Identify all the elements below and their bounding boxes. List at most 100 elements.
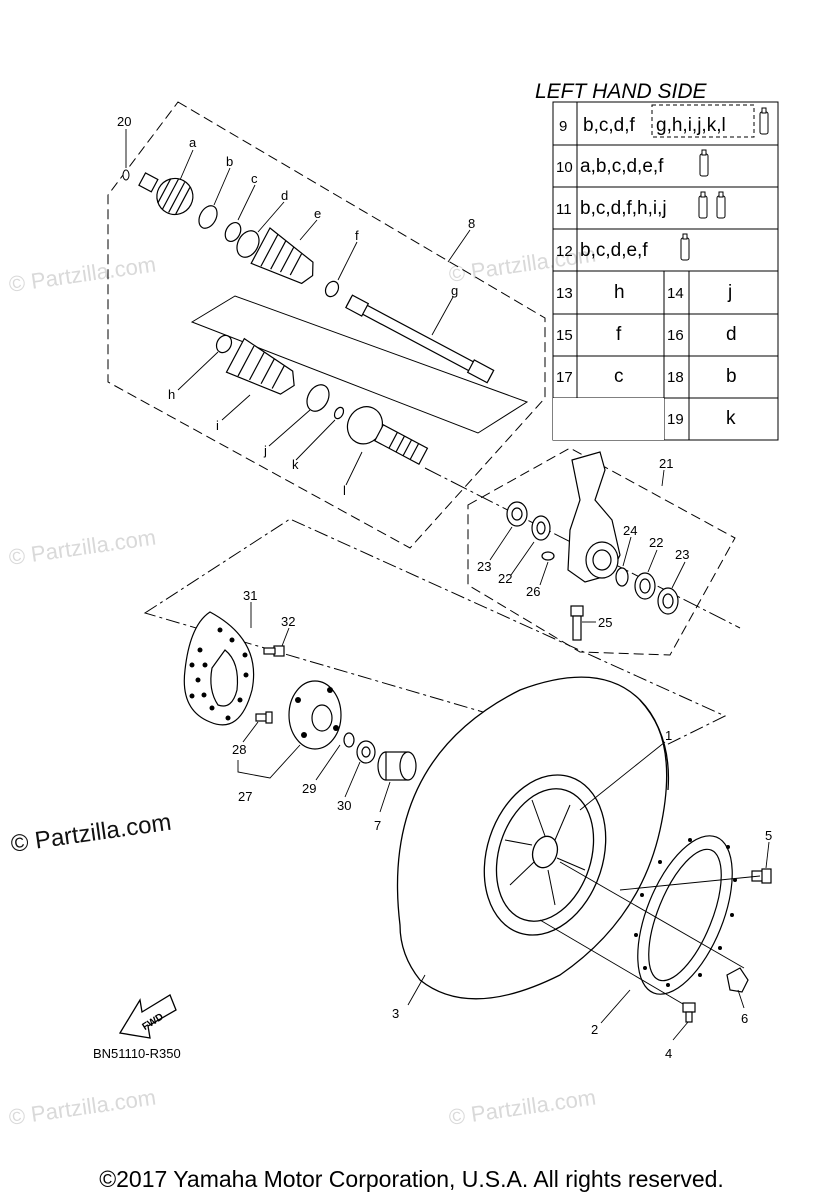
row-11-num: 11 [556, 201, 572, 218]
label-26: 26 [526, 584, 540, 599]
inner-cv-joint [346, 406, 429, 465]
left-hand-side-table: LEFT HAND SIDE [535, 80, 779, 441]
part-labels: 20 a b c d e f g 8 h i j k l 21 24 22 23… [117, 114, 772, 1061]
label-20: 20 [117, 114, 131, 129]
label-g: g [451, 283, 458, 298]
label-5: 5 [765, 828, 772, 843]
watermark-6: © Partzilla.com [447, 1085, 597, 1130]
row-10-num: 10 [556, 159, 573, 176]
ball-joint-25 [570, 605, 584, 641]
part-20 [122, 169, 130, 181]
row-9-num: 9 [559, 118, 567, 135]
grease-tube-icon [699, 149, 709, 177]
label-24: 24 [623, 523, 637, 538]
label-22b: 22 [498, 571, 512, 586]
drive-shaft-parts [138, 172, 495, 465]
pair-19-num: 19 [667, 411, 684, 428]
row-12-num: 12 [556, 243, 573, 260]
label-25: 25 [598, 615, 612, 630]
label-h: h [168, 387, 175, 402]
watermark-main: © Partzilla.com [9, 809, 173, 858]
pair-14-val: j [727, 282, 732, 303]
valve-5 [751, 868, 772, 884]
table-text: 9 b,c,d,f g,h,i,j,k,l 10 a,b,c,d,e,f 11 … [556, 115, 737, 429]
grease-tube-icon [680, 233, 690, 261]
label-7: 7 [374, 818, 381, 833]
beadlock-ring-2 [637, 835, 733, 995]
copyright-notice: ©2017 Yamaha Motor Corporation, U.S.A. A… [99, 1166, 724, 1192]
label-22a: 22 [649, 535, 663, 550]
lug-nut-6 [726, 967, 749, 993]
circlip-26 [541, 551, 555, 561]
label-8: 8 [468, 216, 475, 231]
pair-16-num: 16 [667, 327, 684, 344]
washer-29 [343, 732, 355, 748]
bolt-28 [255, 711, 273, 724]
watermark-3: © Partzilla.com [7, 525, 157, 570]
label-28: 28 [232, 742, 246, 757]
label-31: 31 [243, 588, 257, 603]
label-32: 32 [281, 614, 295, 629]
grease-tube-icon [698, 191, 708, 219]
assembly-outlines [107, 101, 736, 759]
label-23b: 23 [477, 559, 491, 574]
row-10-parts: a,b,c,d,e,f [580, 156, 664, 177]
leader-lines [125, 129, 770, 1041]
reference-code: BN51110-R350 [93, 1046, 181, 1061]
knuckle-parts [506, 451, 679, 641]
label-b: b [226, 154, 233, 169]
row-12-parts: b,c,d,e,f [580, 240, 648, 261]
boot-band-h [215, 334, 233, 354]
drive-shaft [345, 294, 495, 384]
boot-band-large [236, 230, 260, 258]
label-k: k [292, 457, 299, 472]
ring-bolts [634, 838, 737, 987]
grease-tube-icon [716, 191, 726, 219]
label-i: i [216, 418, 219, 433]
label-a: a [189, 135, 197, 150]
label-21: 21 [659, 456, 673, 471]
label-l: l [343, 483, 346, 498]
boot-inner [225, 337, 295, 395]
clip-k [333, 406, 345, 420]
watermark-2: © Partzilla.com [447, 242, 597, 287]
row-11-parts: b,c,d,f,h,i,j [580, 198, 667, 219]
row-9-parts: b,c,d,f [583, 115, 635, 136]
label-f: f [355, 228, 359, 243]
watermark-5: © Partzilla.com [7, 1085, 157, 1130]
boot-band-small [224, 221, 242, 243]
label-30: 30 [337, 798, 351, 813]
pair-13-num: 13 [556, 285, 573, 302]
grease-tube-icons [680, 107, 769, 261]
grease-tube-icon [759, 107, 769, 135]
boot-outer [250, 227, 314, 285]
pair-19-val: k [726, 408, 736, 429]
label-27: 27 [238, 789, 252, 804]
pair-13-val: h [614, 282, 625, 303]
watermark-1: © Partzilla.com [7, 252, 157, 297]
pair-18-num: 18 [667, 369, 684, 386]
label-d: d [281, 188, 288, 203]
label-j: j [263, 443, 267, 458]
outer-cv-joint [138, 172, 194, 216]
label-2: 2 [591, 1022, 598, 1037]
table-title: LEFT HAND SIDE [535, 80, 708, 103]
label-29: 29 [302, 781, 316, 796]
axle-nut-30 [356, 740, 376, 764]
bolt-32 [263, 645, 285, 657]
pair-15-num: 15 [556, 327, 573, 344]
wheel-assembly [396, 676, 670, 1000]
circlip [198, 205, 218, 229]
circlip-24 [615, 567, 629, 587]
label-4: 4 [665, 1046, 672, 1061]
pair-16-val: d [726, 324, 737, 345]
label-c: c [251, 171, 258, 186]
pair-17-num: 17 [556, 369, 573, 386]
boot-band-j [306, 384, 330, 412]
pair-17-val: c [614, 366, 624, 387]
disc-holes [189, 627, 249, 721]
fwd-arrow-icon: FWD [118, 994, 177, 1039]
label-e: e [314, 206, 321, 221]
wheel-hub-7 [377, 751, 417, 781]
